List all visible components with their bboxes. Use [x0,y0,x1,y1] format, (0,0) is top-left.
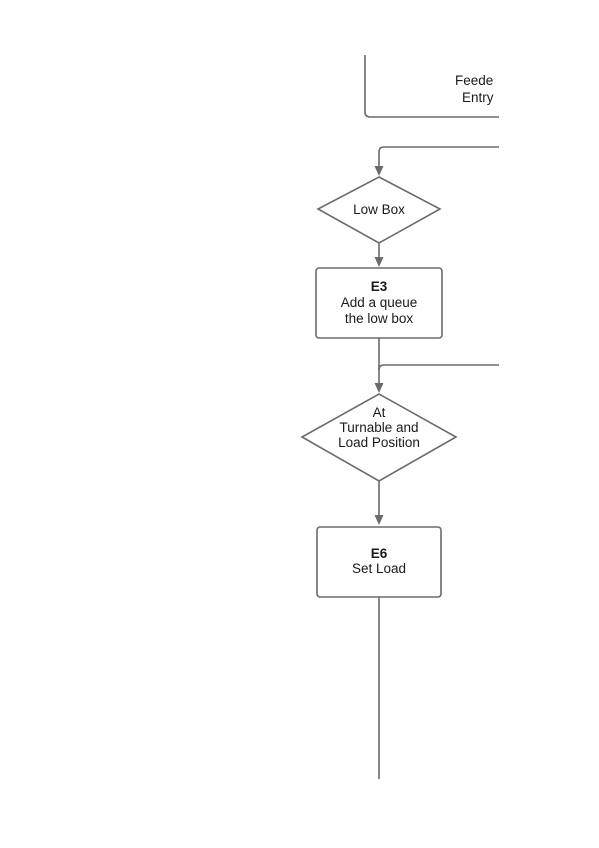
e3-process-label-line2: the low box [345,311,414,326]
feeder-entry-label-line2: Entry [462,90,494,105]
connector-feeder-to-low-box [378,146,499,168]
e6-process-label-line1: Set Load [352,561,406,576]
low-box-decision-label: Low Box [353,202,405,217]
turnable-decision-label-line1: At [373,405,386,420]
turnable-decision-label-line2: Turnable and [339,420,418,435]
feeder-entry-label-line1: Feede [455,73,493,88]
arrowhead-into-e6 [374,515,384,525]
arrowhead-into-turnable [374,383,384,393]
turnable-decision-label-line3: Load Position [338,435,420,450]
e3-process-label-line1: Add a queue [341,295,418,310]
e6-process-id: E6 [371,546,388,561]
arrowhead-into-low-box [374,166,384,176]
feeder-entry-box[interactable] [364,55,499,118]
connector-merge-from-right [378,364,499,371]
arrowhead-into-e3 [374,257,384,267]
e3-process-id: E3 [371,279,388,294]
